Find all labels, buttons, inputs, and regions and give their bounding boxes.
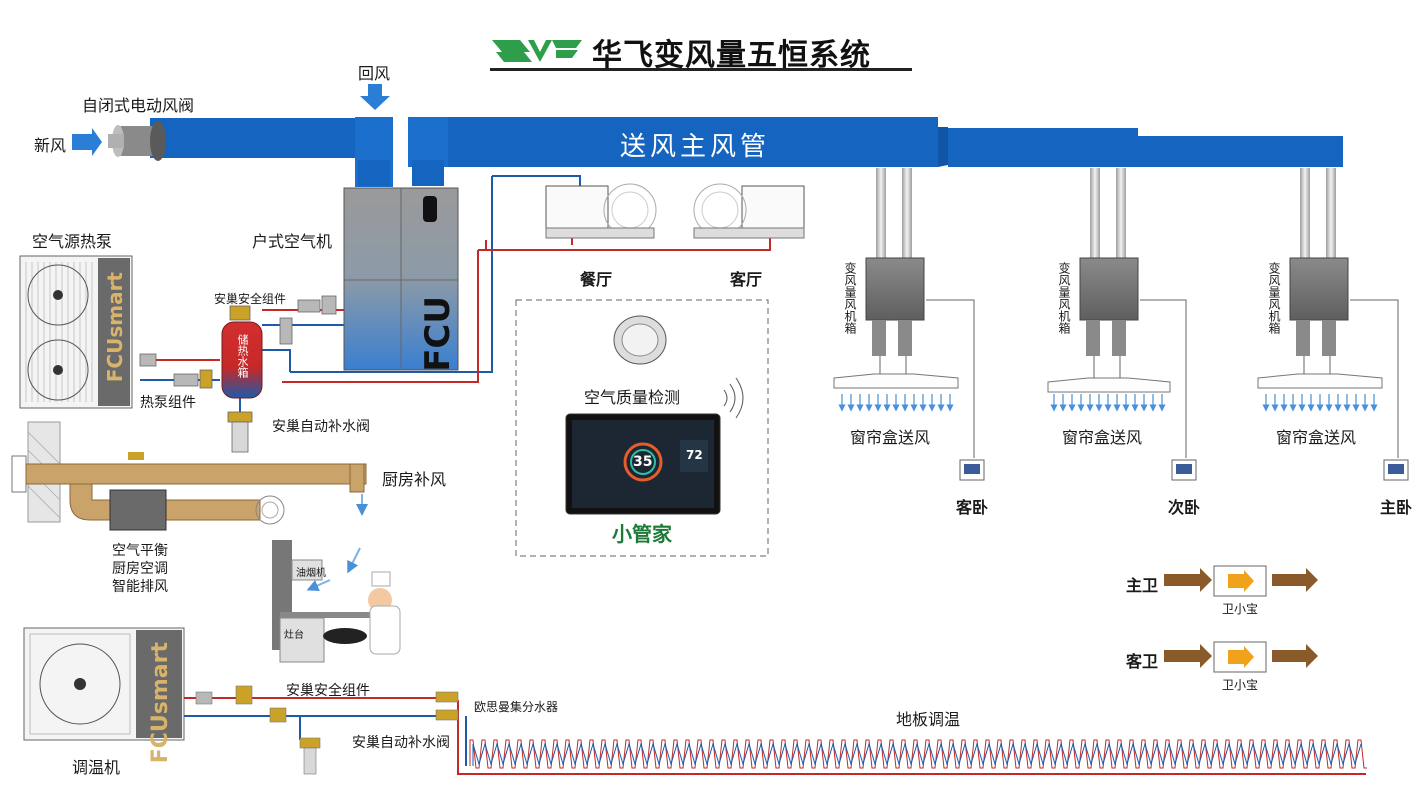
return-air-label: 回风	[358, 64, 391, 83]
xiaoguanjia-label: 小管家	[612, 522, 672, 546]
safety-set-bottom-label: 安巢安全组件	[286, 683, 370, 699]
wei-xiaobao-1-label: 卫小宝	[1222, 602, 1259, 616]
fan-coil-dining	[545, 183, 657, 239]
aq-monitor-label: 空气质量检测	[584, 388, 681, 407]
vav-box-3-label: 变风量风机箱	[1267, 262, 1281, 334]
brand-logo	[490, 40, 912, 71]
temp-unit-label: 调温机	[72, 758, 121, 777]
curtain-3-label: 窗帘盒送风	[1276, 428, 1357, 447]
fresh-air-duct	[72, 84, 444, 187]
room-master-bed-label: 主卧	[1380, 498, 1413, 517]
air-source-heat-pump	[19, 255, 133, 409]
vav-box-1	[833, 168, 985, 481]
fresh-air-label: 新风	[34, 136, 67, 155]
manifold-icon	[195, 685, 459, 775]
damper-label: 自闭式电动风阀	[82, 96, 195, 115]
floor-loop	[184, 697, 1366, 775]
living-label: 客厅	[730, 270, 763, 289]
floor-heating-coil	[469, 739, 1367, 769]
vav-box-3	[1257, 168, 1409, 481]
temp-unit-brand: FCUsmart	[148, 642, 173, 764]
vav-box-2	[1047, 168, 1197, 481]
household-ahu	[343, 187, 459, 371]
wei-xiaobao-2-label: 卫小宝	[1222, 678, 1259, 692]
valve-assemblies	[139, 295, 337, 453]
main-supply-duct	[408, 117, 1343, 167]
stove-label: 灶台	[284, 630, 304, 641]
auto-refill-top-label: 安巢自动补水阀	[272, 419, 370, 435]
bathroom-section	[1164, 565, 1318, 673]
floor-temp-label: 地板调温	[896, 710, 961, 729]
curtain-supply-arrows	[838, 394, 1378, 412]
fresh-air-arrow	[72, 128, 102, 156]
vav-box-1-label: 变风量风机箱	[843, 262, 857, 334]
heat-pump-label: 空气源热泵	[32, 232, 113, 251]
room-guest-bed-label: 客卧	[956, 498, 989, 517]
temperature-unit	[23, 627, 185, 741]
kitchen-makeup-label: 厨房补风	[382, 470, 447, 489]
guest-bath-label: 客卫	[1126, 652, 1159, 671]
fan-coil-living	[693, 183, 805, 239]
main-duct-label: 送风主风管	[620, 132, 771, 162]
curtain-2-label: 窗帘盒送风	[1062, 428, 1143, 447]
fcu-unit-label: FCU	[418, 296, 458, 372]
page-title: 华飞变风量五恒系统	[592, 38, 871, 73]
heat-pump-set-label: 热泵组件	[140, 395, 196, 411]
electric-damper-icon	[108, 121, 166, 161]
storage-tank-label: 储热水箱	[236, 334, 249, 378]
panel-temp-value: 35	[633, 454, 653, 470]
return-air-arrow	[360, 84, 390, 110]
curtain-1-label: 窗帘盒送风	[850, 428, 931, 447]
panel-humidity-value: 72	[686, 448, 703, 462]
auto-refill-bottom-label: 安巢自动补水阀	[352, 735, 450, 751]
hood-label: 油烟机	[296, 568, 326, 579]
kitchen-device-line1: 空气平衡	[112, 543, 168, 559]
dining-label: 餐厅	[580, 270, 613, 289]
kitchen-device-line2: 厨房空调	[112, 561, 168, 577]
safety-set-top-label: 安巢安全组件	[214, 292, 287, 306]
master-bath-label: 主卫	[1126, 576, 1159, 595]
kitchen-section	[11, 421, 401, 663]
heat-pump-brand: FCUsmart	[103, 272, 127, 383]
manifold-label: 欧思曼集分水器	[474, 700, 559, 714]
kitchen-device-line3: 智能排风	[112, 579, 168, 595]
floor-heating-coil-return	[472, 742, 1362, 766]
vav-box-2-label: 变风量风机箱	[1057, 262, 1071, 334]
room-second-bed-label: 次卧	[1168, 498, 1201, 517]
control-panel-group	[515, 299, 769, 557]
storage-tank	[221, 321, 263, 399]
household-ahu-label: 户式空气机	[252, 232, 333, 251]
